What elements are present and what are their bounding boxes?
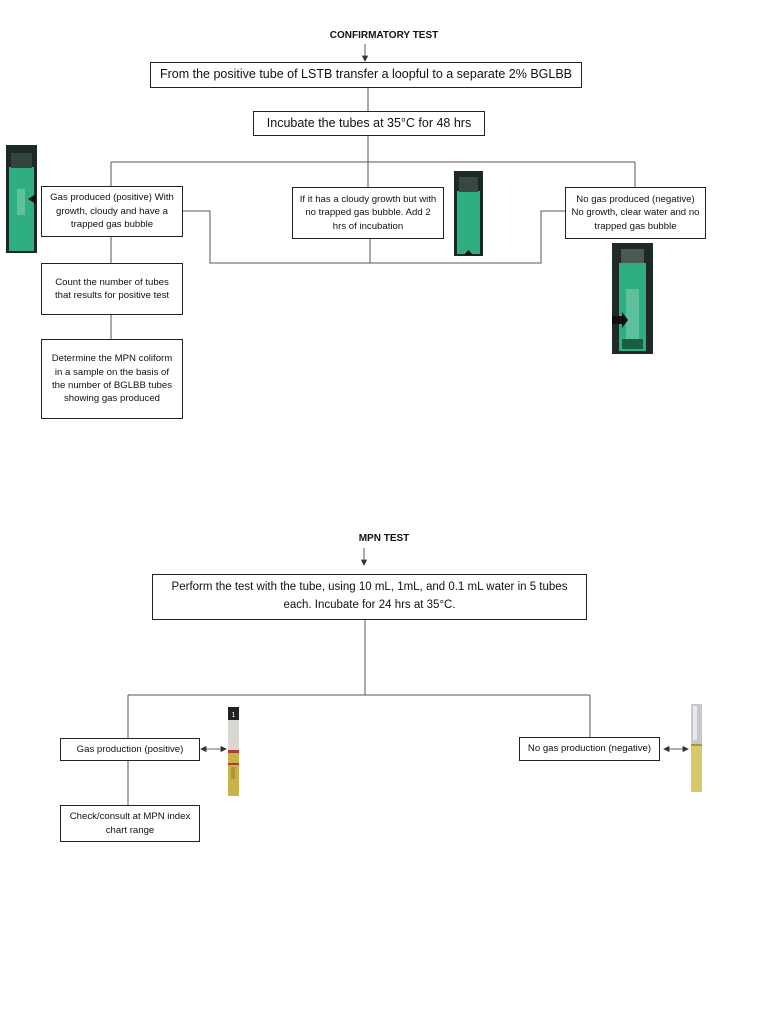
gas-produced-positive-box: Gas produced (positive) With growth, clo…: [41, 186, 183, 237]
mpn-test-heading: MPN TEST: [358, 533, 410, 544]
arrow-down-icon: [361, 55, 369, 62]
step-incubate-48hrs: Incubate the tubes at 35°C for 48 hrs: [253, 111, 485, 136]
cloudy-growth-box: If it has a cloudy growth but with no tr…: [292, 187, 444, 239]
gas-production-positive-box: Gas production (positive): [60, 738, 200, 761]
loop-connector: [183, 210, 566, 264]
arrow-down-icon: [360, 559, 368, 566]
count-tubes-box: Count the number of tubes that results f…: [41, 263, 183, 315]
tube-number-label: 1: [232, 712, 236, 719]
arrow-left-icon: [200, 745, 207, 753]
no-gas-negative-box: No gas produced (negative) No growth, cl…: [565, 187, 706, 239]
no-gas-production-negative-box: No gas production (negative): [519, 737, 660, 761]
arrow-right-icon: [220, 745, 227, 753]
arrow-right-icon: [682, 745, 689, 753]
step-transfer-loopful: From the positive tube of LSTB transfer …: [150, 62, 582, 88]
positive-bglbb-tube-photo: [6, 145, 37, 253]
arrow-left-icon: [663, 745, 670, 753]
negative-bglbb-tube-photo: [612, 243, 653, 354]
cloudy-bglbb-tube-photo: [454, 171, 483, 256]
mpn-step-perform-test: Perform the test with the tube, using 10…: [152, 574, 587, 620]
determine-mpn-box: Determine the MPN coliform in a sample o…: [41, 339, 183, 419]
check-mpn-index-box: Check/consult at MPN index chart range: [60, 805, 200, 842]
negative-mpn-tube-photo: [691, 704, 702, 792]
confirmatory-test-heading: CONFIRMATORY TEST: [329, 30, 439, 41]
positive-mpn-tube-photo: 1: [228, 707, 239, 796]
